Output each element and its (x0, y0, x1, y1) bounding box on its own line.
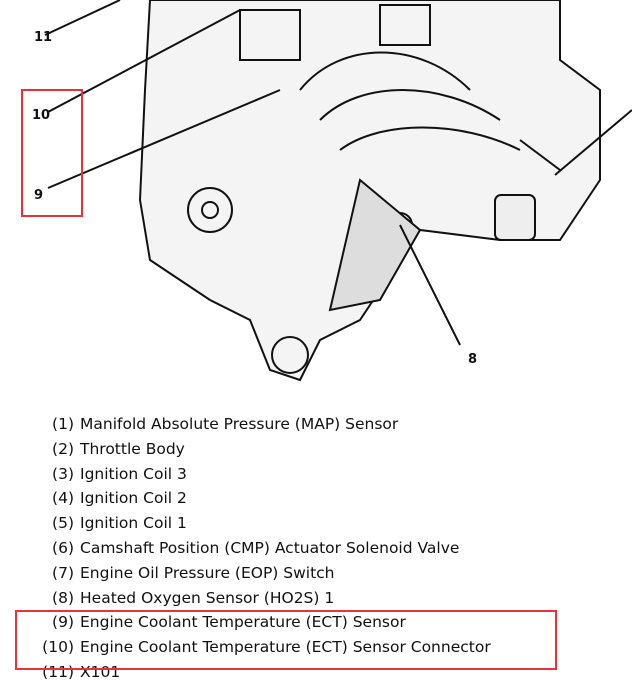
legend-label: Manifold Absolute Pressure (MAP) Sensor (80, 415, 399, 433)
legend-num: (7) (52, 563, 74, 582)
legend-item: (10) Engine Coolant Temperature (ECT) Sen… (32, 635, 491, 660)
legend-num: (3) (52, 464, 74, 483)
legend-num: (8) (52, 588, 74, 607)
legend-item: (1) Manifold Absolute Pressure (MAP) Sens… (32, 412, 491, 437)
callout-11: 11 (34, 30, 53, 45)
legend-num: (4) (52, 489, 74, 508)
legend-num: (10) (42, 638, 74, 657)
legend-item: (7) Engine Oil Pressure (EOP) Switch (32, 561, 491, 586)
legend-item: (4) Ignition Coil 2 (32, 486, 491, 511)
legend-num: (9) (52, 613, 74, 632)
legend-label: Camshaft Position (CMP) Actuator Solenoi… (80, 538, 460, 557)
legend-label: Ignition Coil 1 (80, 514, 187, 533)
callout-8: 8 (468, 352, 478, 367)
legend-item: (9) Engine Coolant Temperature (ECT) Sens… (32, 610, 491, 635)
legend-item: (5) Ignition Coil 1 (32, 511, 491, 536)
legend-label: Throttle Body (80, 439, 185, 458)
component-legend: (1) Manifold Absolute Pressure (MAP) Sens… (32, 412, 491, 685)
legend-label: Ignition Coil 2 (80, 489, 187, 508)
legend-item: (6) Camshaft Position (CMP) Actuator Sole… (32, 536, 491, 561)
legend-num: (1) (52, 415, 74, 433)
legend-num: (6) (52, 538, 74, 557)
engine-diagram (44, 0, 632, 382)
callout-9: 9 (34, 188, 44, 203)
legend-item: (2) Throttle Body (32, 437, 491, 462)
callout-10: 10 (32, 108, 51, 123)
legend-item: (8) Heated Oxygen Sensor (HO2S) 1 (32, 586, 491, 611)
highlight-box-ect (15, 610, 557, 670)
legend-item: (3) Ignition Coil 3 (32, 462, 491, 487)
legend-label: Engine Coolant Temperature (ECT) Sensor … (80, 638, 491, 657)
legend-label: Engine Oil Pressure (EOP) Switch (80, 563, 335, 582)
legend-label: Engine Coolant Temperature (ECT) Sensor (80, 613, 406, 632)
highlight-box-callouts (21, 89, 83, 217)
legend-num: (2) (52, 439, 74, 458)
legend-label: Heated Oxygen Sensor (HO2S) 1 (80, 588, 335, 607)
legend-num: (5) (52, 514, 74, 533)
legend-label: Ignition Coil 3 (80, 464, 187, 483)
